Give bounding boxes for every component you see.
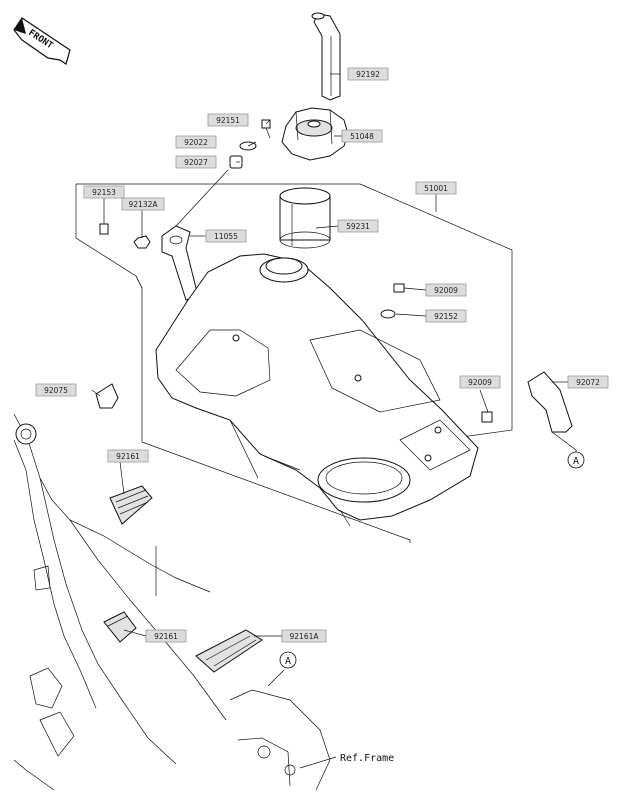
- front-direction-arrow-icon: FRONT: [13, 17, 71, 65]
- svg-text:92027: 92027: [184, 158, 208, 167]
- tag-breather-hose: 92192: [347, 67, 389, 81]
- assembly-outline: [75, 183, 513, 543]
- frame-section: [13, 413, 331, 791]
- hardware-cap-bolt: [261, 119, 271, 139]
- tag-cap-bolt: 92151: [207, 113, 249, 127]
- tag-washer-right: 92152: [425, 309, 467, 323]
- hardware-bolt-right: [393, 283, 405, 293]
- svg-text:51001: 51001: [424, 184, 448, 193]
- fuel-cap: [281, 107, 349, 161]
- svg-text:92151: 92151: [216, 116, 240, 125]
- tag-washer-top: 92022: [175, 135, 217, 149]
- hardware-strap-bolt: [481, 411, 493, 423]
- tag-nut-left: 92132A: [121, 197, 165, 211]
- hardware-nut-left: [133, 235, 151, 249]
- svg-text:92075: 92075: [44, 386, 68, 395]
- svg-text:A: A: [573, 456, 579, 467]
- tag-strap-bolt: 92009: [459, 375, 501, 389]
- tag-bolt-left: 92153: [83, 185, 125, 199]
- fuel-tank: [155, 253, 479, 527]
- tag-cap-sleeve: 59231: [337, 219, 379, 233]
- front-damper: [95, 383, 119, 409]
- tag-tank-assembly: 51001: [415, 181, 457, 195]
- svg-text:92072: 92072: [576, 378, 600, 387]
- svg-text:92161A: 92161A: [290, 632, 320, 641]
- svg-text:92022: 92022: [184, 138, 208, 147]
- svg-text:92153: 92153: [92, 188, 116, 197]
- tag-tank-strap: 92072: [567, 375, 609, 389]
- svg-text:11055: 11055: [214, 232, 238, 241]
- tag-collar: 92027: [175, 155, 217, 169]
- tag-pad-upper: 92161: [107, 449, 149, 463]
- ref-callout-a-right: A: [567, 451, 585, 469]
- svg-text:51048: 51048: [350, 132, 374, 141]
- svg-text:A: A: [285, 656, 291, 667]
- svg-text:92009: 92009: [468, 378, 492, 387]
- tag-bracket: 11055: [205, 229, 247, 243]
- breather-hose: [311, 12, 341, 101]
- hardware-washer-right: [380, 309, 396, 319]
- ref-callout-a-left: A: [279, 651, 297, 669]
- svg-text:59231: 59231: [346, 222, 370, 231]
- pad-upper: [109, 485, 153, 525]
- tag-rear-damper: 92161A: [281, 629, 327, 643]
- hardware-bolt-left: [99, 223, 109, 235]
- svg-text:92161: 92161: [116, 452, 140, 461]
- leader-lines: [91, 73, 577, 769]
- tag-bolt-right: 92009: [425, 283, 467, 297]
- pad-lower: [103, 611, 137, 643]
- ref-frame-label: Ref.Frame: [340, 753, 394, 764]
- svg-text:92192: 92192: [356, 70, 380, 79]
- svg-text:92132A: 92132A: [129, 200, 159, 209]
- svg-text:92152: 92152: [434, 312, 458, 321]
- svg-text:92161: 92161: [154, 632, 178, 641]
- rear-damper: [195, 629, 263, 673]
- svg-text:92009: 92009: [434, 286, 458, 295]
- tag-fuel-cap: 51048: [341, 129, 383, 143]
- tag-pad-lower: 92161: [145, 629, 187, 643]
- tank-strap: [527, 371, 577, 451]
- tag-front-damper: 92075: [35, 383, 77, 397]
- cap-sleeve: [279, 187, 331, 249]
